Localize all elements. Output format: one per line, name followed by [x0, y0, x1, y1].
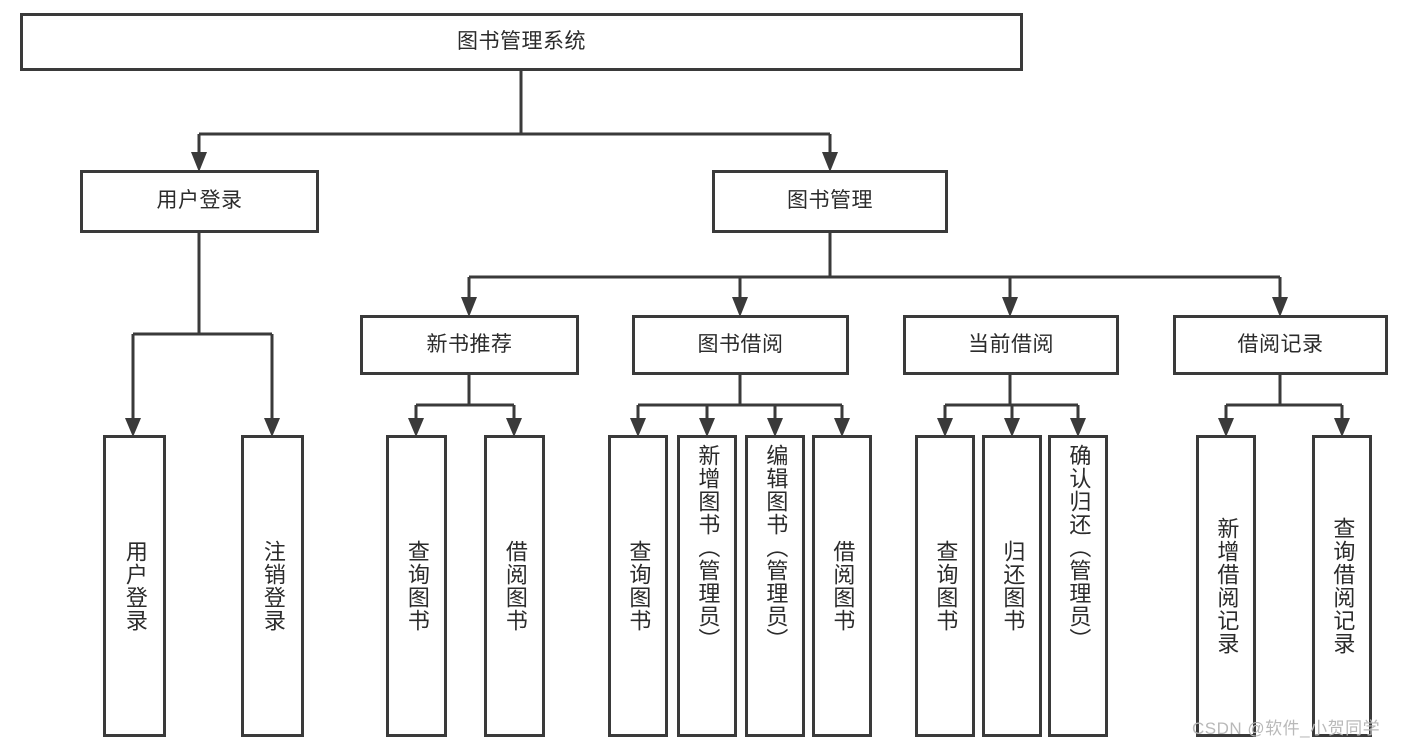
node-leaf-add-book[interactable]: 新增图书（管理员）	[677, 435, 737, 737]
node-leaf-add-book-label: 新增图书（管理员）	[695, 444, 721, 651]
node-borrow-record[interactable]: 借阅记录	[1173, 315, 1388, 375]
node-leaf-confirm-return[interactable]: 确认归还（管理员）	[1048, 435, 1108, 737]
node-leaf-query-book-borrow-label: 查询图书	[626, 540, 652, 632]
node-leaf-user-login-label: 用户登录	[122, 540, 148, 632]
node-leaf-add-record-label: 新增借阅记录	[1214, 517, 1240, 655]
node-new-book-recommend-label: 新书推荐	[426, 332, 513, 356]
node-leaf-borrow-book-rec-label: 借阅图书	[502, 540, 528, 632]
node-leaf-return-book[interactable]: 归还图书	[982, 435, 1042, 737]
node-borrow-record-label: 借阅记录	[1237, 332, 1324, 356]
node-current-borrow[interactable]: 当前借阅	[903, 315, 1119, 375]
node-leaf-edit-book-label: 编辑图书（管理员）	[763, 444, 789, 651]
node-leaf-borrow-book-rec[interactable]: 借阅图书	[484, 435, 545, 737]
node-leaf-return-book-label: 归还图书	[1000, 540, 1026, 632]
node-user-login[interactable]: 用户登录	[80, 170, 319, 233]
node-leaf-query-record[interactable]: 查询借阅记录	[1312, 435, 1372, 737]
node-book-borrow[interactable]: 图书借阅	[632, 315, 849, 375]
node-leaf-borrow-book-label: 借阅图书	[830, 540, 856, 632]
node-new-book-recommend[interactable]: 新书推荐	[360, 315, 579, 375]
node-book-manage[interactable]: 图书管理	[712, 170, 948, 233]
node-leaf-user-login[interactable]: 用户登录	[103, 435, 166, 737]
node-leaf-query-book-borrow[interactable]: 查询图书	[608, 435, 668, 737]
node-leaf-confirm-return-label: 确认归还（管理员）	[1066, 444, 1092, 651]
node-leaf-query-book-rec[interactable]: 查询图书	[386, 435, 447, 737]
node-leaf-edit-book[interactable]: 编辑图书（管理员）	[745, 435, 805, 737]
node-leaf-query-record-label: 查询借阅记录	[1330, 517, 1356, 655]
node-leaf-user-logout[interactable]: 注销登录	[241, 435, 304, 737]
node-root-label: 图书管理系统	[457, 29, 586, 53]
node-leaf-query-book-current-label: 查询图书	[933, 540, 959, 632]
node-current-borrow-label: 当前借阅	[968, 332, 1054, 356]
node-leaf-query-book-rec-label: 查询图书	[404, 540, 430, 632]
node-book-borrow-label: 图书借阅	[697, 332, 784, 356]
node-user-login-label: 用户登录	[156, 189, 243, 213]
node-leaf-borrow-book[interactable]: 借阅图书	[812, 435, 872, 737]
node-leaf-add-record[interactable]: 新增借阅记录	[1196, 435, 1256, 737]
node-book-manage-label: 图书管理	[787, 189, 873, 213]
node-leaf-user-logout-label: 注销登录	[260, 540, 286, 632]
node-leaf-query-book-current[interactable]: 查询图书	[915, 435, 975, 737]
watermark-text: CSDN @软件_小贺同学	[1192, 719, 1381, 738]
node-root[interactable]: 图书管理系统	[20, 13, 1023, 71]
